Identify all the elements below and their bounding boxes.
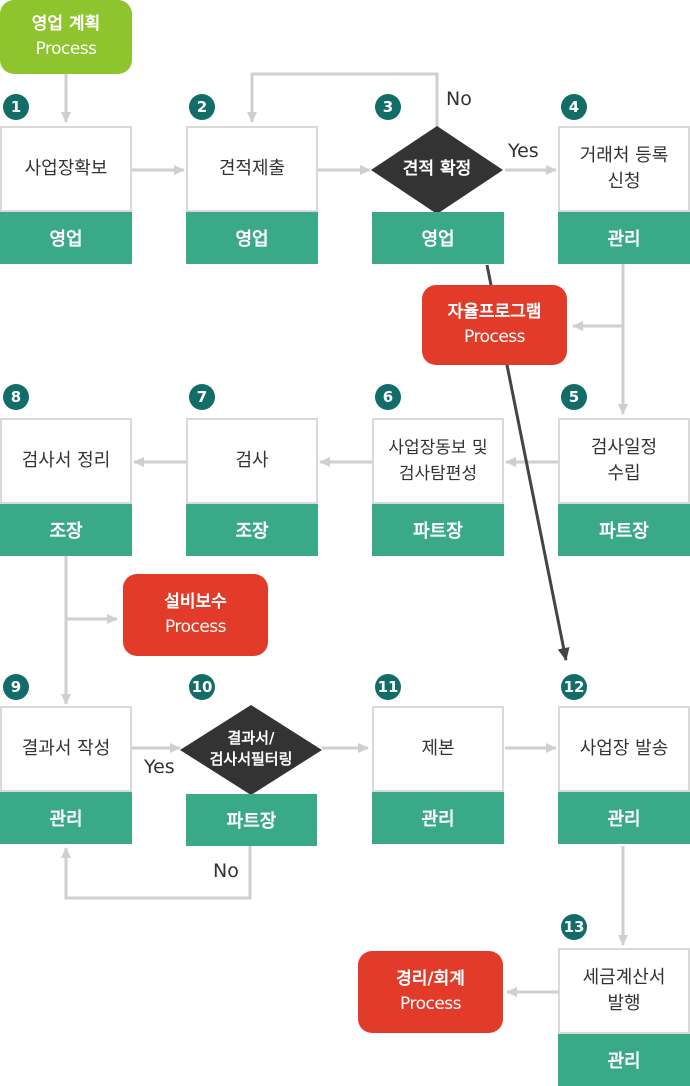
decision-3-diamond <box>371 126 503 214</box>
step-5-role: 파트장 <box>558 504 690 556</box>
step-4: 거래처 등록 신청 관리 <box>558 126 690 264</box>
step-8: 검사서 정리 조장 <box>0 418 132 556</box>
step-13-number: 13 <box>561 914 587 940</box>
step-11-label: 제본 <box>372 706 504 792</box>
step-4-number: 4 <box>561 94 587 120</box>
step-4-role: 관리 <box>558 212 690 264</box>
step-10-label: 결과서/ 검사서필터링 <box>209 729 293 768</box>
step-13: 세금계산서 발행 관리 <box>558 948 690 1086</box>
repair-sub: Process <box>165 617 227 637</box>
arrow-10-no-loop <box>61 845 252 900</box>
step-9: 결과서 작성 관리 <box>0 706 132 844</box>
step-7-role: 조장 <box>186 504 318 556</box>
step-13-label: 세금계산서 발행 <box>558 948 690 1034</box>
step-1-number: 1 <box>3 94 29 120</box>
step-2-role: 영업 <box>186 212 318 264</box>
self-program-title: 자율프로그램 <box>447 302 542 322</box>
arrow-3-no-loop <box>247 72 439 128</box>
decision-10-diamond <box>180 705 322 795</box>
step-7-number: 7 <box>189 384 215 410</box>
step-3-number: 3 <box>375 94 401 120</box>
step-4-label: 거래처 등록 신청 <box>558 126 690 212</box>
start-title: 영업 계획 <box>31 14 101 34</box>
yes-label-bottom: Yes <box>144 756 175 778</box>
step-12-label: 사업장 발송 <box>558 706 690 792</box>
step-1: 사업장확보 영업 <box>0 126 132 264</box>
step-2: 견적제출 영업 <box>186 126 318 264</box>
step-8-role: 조장 <box>0 504 132 556</box>
step-3-label: 견적 확정 <box>402 159 472 179</box>
step-10-number: 10 <box>189 674 215 700</box>
repair-title: 설비보수 <box>164 592 227 612</box>
step-2-number: 2 <box>189 94 215 120</box>
step-6-label: 사업장동보 및 검사탐편성 <box>372 418 504 504</box>
no-label-bottom: No <box>213 860 239 882</box>
step-8-number: 8 <box>3 384 29 410</box>
step-11-role: 관리 <box>372 792 504 844</box>
self-program-sub: Process <box>464 327 526 347</box>
step-6-number: 6 <box>375 384 401 410</box>
step-5-label: 검사일정 수립 <box>558 418 690 504</box>
step-5: 검사일정 수립 파트장 <box>558 418 690 556</box>
step-8-label: 검사서 정리 <box>0 418 132 504</box>
accounting-process: 경리/회계 Process <box>358 951 503 1033</box>
yes-label-top: Yes <box>508 140 539 162</box>
start-process: 영업 계획 Process <box>0 0 132 74</box>
step-1-role: 영업 <box>0 212 132 264</box>
step-10-role: 파트장 <box>186 794 317 846</box>
step-7-label: 검사 <box>186 418 318 504</box>
step-9-role: 관리 <box>0 792 132 844</box>
step-12: 사업장 발송 관리 <box>558 706 690 844</box>
accounting-sub: Process <box>400 994 462 1014</box>
self-program-process: 자율프로그램 Process <box>422 285 567 365</box>
repair-process: 설비보수 Process <box>123 574 268 656</box>
no-label-top: No <box>446 88 472 110</box>
step-2-label: 견적제출 <box>186 126 318 212</box>
step-11-number: 11 <box>375 674 401 700</box>
step-12-role: 관리 <box>558 792 690 844</box>
step-7: 검사 조장 <box>186 418 318 556</box>
start-sub: Process <box>35 39 98 59</box>
step-3-role: 영업 <box>372 212 504 264</box>
step-9-label: 결과서 작성 <box>0 706 132 792</box>
step-1-label: 사업장확보 <box>0 126 132 212</box>
accounting-title: 경리/회계 <box>396 969 465 989</box>
step-6-role: 파트장 <box>372 504 504 556</box>
step-5-number: 5 <box>561 384 587 410</box>
step-9-number: 9 <box>3 674 29 700</box>
step-12-number: 12 <box>561 674 587 700</box>
step-11: 제본 관리 <box>372 706 504 844</box>
step-13-role: 관리 <box>558 1034 690 1086</box>
step-6: 사업장동보 및 검사탐편성 파트장 <box>372 418 504 556</box>
